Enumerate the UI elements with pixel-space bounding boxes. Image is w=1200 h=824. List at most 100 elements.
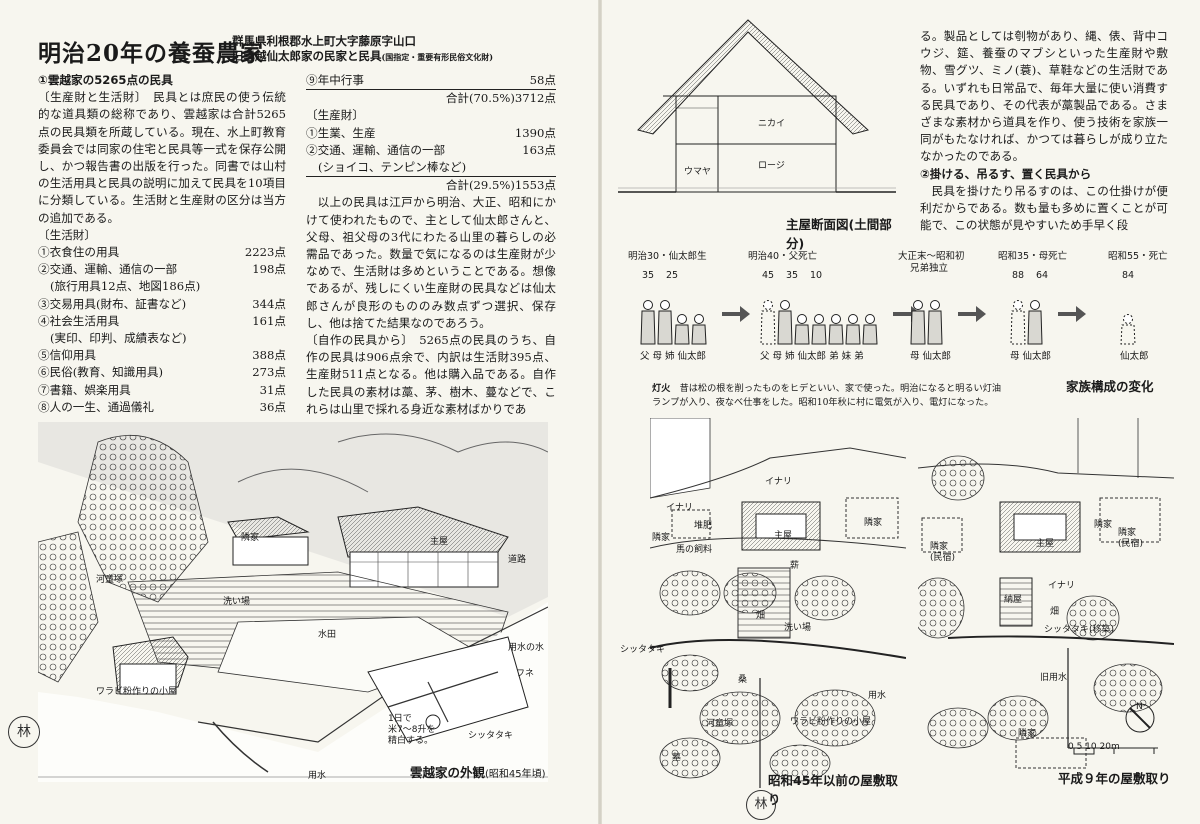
arrow-right-icon <box>1058 306 1086 322</box>
map2-neighbor-lodge2: 隣家 (民宿) <box>930 542 956 563</box>
family-age: 64 <box>1036 270 1049 281</box>
family-age: 35 <box>642 270 655 281</box>
map1-caption: 昭和45年以前の屋敷取り <box>768 773 898 807</box>
label-roji: ロージ <box>758 161 785 171</box>
map1-mulberry: 桑 <box>738 675 748 685</box>
site-map-before-1970: イナリ イナリ 堆肥 隣家 隣家 馬の飼料 主屋 薪 畑 洗い場 シッタタキ 桑… <box>620 418 906 807</box>
family-member-figure <box>1027 300 1043 345</box>
page-title: 明治20年の養蚕農家 <box>38 40 265 67</box>
map2-field: 畑 <box>1050 607 1060 617</box>
map2-neighbor-lodge: 隣家 (民宿) <box>1118 528 1144 549</box>
map2-old-water: 旧用水 <box>1040 673 1068 683</box>
map2-scale: 0 5 10 20m <box>1068 742 1120 752</box>
label-hut: ワラビ粉作りの小屋 <box>96 687 178 697</box>
arrow-right-icon <box>722 306 750 322</box>
family-age: 84 <box>1122 270 1135 281</box>
label-umaya: ウマヤ <box>684 167 712 177</box>
family-group-title: 明治30・仙太郎生 <box>628 251 707 262</box>
map1-shittataki: シッタタキ <box>620 645 666 655</box>
map1-feed: 馬の飼料 <box>676 545 713 555</box>
map1-hut: ワラビ粉作りの小屋 <box>790 717 872 727</box>
handwriting-mark-left: 林 <box>8 716 40 748</box>
family-member-names: 母 仙太郎 <box>910 351 952 362</box>
map2-neighbor3: 隣家 <box>1018 729 1037 739</box>
family-member-figure <box>777 300 793 345</box>
section2-paragraph: 民具を掛けたり吊るすのは、この仕掛けが便利だからである。数も量も多めに置くことが… <box>920 183 1168 233</box>
family-age: 25 <box>666 270 679 281</box>
exterior-caption: 雲越家の外観(昭和45年頃) <box>410 765 546 780</box>
map2-north: N <box>1136 702 1143 712</box>
map2-shittataki: シッタタキ(移築) <box>1044 625 1115 635</box>
map2-inari: イナリ <box>1048 581 1075 591</box>
living-goods-header: 〔生活財〕 <box>38 227 96 242</box>
family-member-figure <box>794 314 810 345</box>
family-member-names: 母 仙太郎 <box>1010 351 1052 362</box>
label-nikai: ニカイ <box>758 119 786 129</box>
map1-taihi: 堆肥 <box>694 521 713 531</box>
right-column-text: る。製品としては刳物があり、縄、俵、背中コウジ、筵、養蚕のマブシといった生産財や… <box>920 28 1168 234</box>
page-subtitle: 群馬県利根郡水上町大字藤原字山口 旧雲越仙太郎家の民家と民具(国指定・重要有形民… <box>232 34 493 65</box>
family-group-subtitle: 兄弟独立 <box>910 263 949 274</box>
map2-caption: 平成９年の屋敷取り <box>1058 771 1171 786</box>
map2-barn: 納屋 <box>1004 595 1023 605</box>
section2-heading: ②掛ける、吊るす、置く民具から <box>920 166 1092 181</box>
living-row: ⑥民俗(教育、知識用具)273点 <box>38 365 286 380</box>
handwriting-mark-right: 林 <box>746 790 776 820</box>
house-exterior-illustration: 隣家 主屋 道路 河童塚 洗い場 水田 ワラビ粉作りの小屋 用水の水 フネ 1日… <box>38 422 548 782</box>
production-row: (ショイコ、テンピン棒など) <box>318 160 467 175</box>
living-row: (旅行用具12点、地図186点) <box>50 279 201 294</box>
map2-neighbor1: 隣家 <box>1094 520 1113 530</box>
subtitle-tag: (国指定・重要有形民俗文化財) <box>381 52 494 62</box>
production-goods-header: 〔生産財〕 <box>306 108 364 123</box>
label-road: 道路 <box>508 555 527 565</box>
family-caption: 家族構成の変化 <box>1066 379 1154 394</box>
label-water-use: 用水の水 <box>508 643 545 653</box>
map1-neighbor2: 隣家 <box>864 518 883 528</box>
family-age: 88 <box>1012 270 1025 281</box>
map1-grave2: 墓 <box>672 753 682 763</box>
map1-main: 主屋 <box>774 531 793 541</box>
label-grave: 河童塚 <box>96 575 124 585</box>
label-rice-note: 1日で 米7～8升を 精白する。 <box>388 714 436 746</box>
family-group-title: 明治40・父死亡 <box>748 251 818 262</box>
family-age: 10 <box>810 270 823 281</box>
map1-firewood: 薪 <box>790 561 800 571</box>
family-member-figure <box>657 300 673 345</box>
family-member-figure <box>811 314 827 345</box>
map1-field: 畑 <box>756 611 766 621</box>
map1-inari: イナリ <box>765 477 792 487</box>
family-member-figure <box>927 300 943 345</box>
living-row: ③交易用具(財布、証書など)344点 <box>38 296 286 311</box>
family-member-names: 父 母 姉 仙太郎 弟 妹 弟 <box>760 351 864 362</box>
family-member-figure <box>1010 300 1026 345</box>
section1-paragraph: 〔生産財と生活財〕 民具とは庶民の使う伝統的な道具類の総称であり、雲越家は合計5… <box>38 90 286 225</box>
label-fune: フネ <box>516 669 535 679</box>
family-member-figure <box>845 314 861 345</box>
family-group-title: 大正末～昭和初 <box>898 251 965 262</box>
label-wash-place: 洗い場 <box>223 597 251 607</box>
label-paddy: 水田 <box>318 630 337 640</box>
label-yosui: 用水 <box>308 771 327 781</box>
family-group-title: 昭和35・母死亡 <box>998 251 1068 262</box>
arrow-right-icon <box>958 306 986 322</box>
family-member-figure <box>862 314 878 345</box>
subtitle-location: 群馬県利根郡水上町大字藤原字山口 <box>232 34 416 48</box>
family-member-figure <box>691 314 707 345</box>
map1-wash: 洗い場 <box>784 623 812 633</box>
lamp-note: 灯火 昔は松の根を削ったものをヒデといい、家で使った。明治になると明るい灯油ラン… <box>652 383 1002 408</box>
family-member-names: 仙太郎 <box>1120 351 1149 362</box>
map1-grave: 河童塚 <box>706 719 734 729</box>
label-main-house: 主屋 <box>430 537 449 547</box>
